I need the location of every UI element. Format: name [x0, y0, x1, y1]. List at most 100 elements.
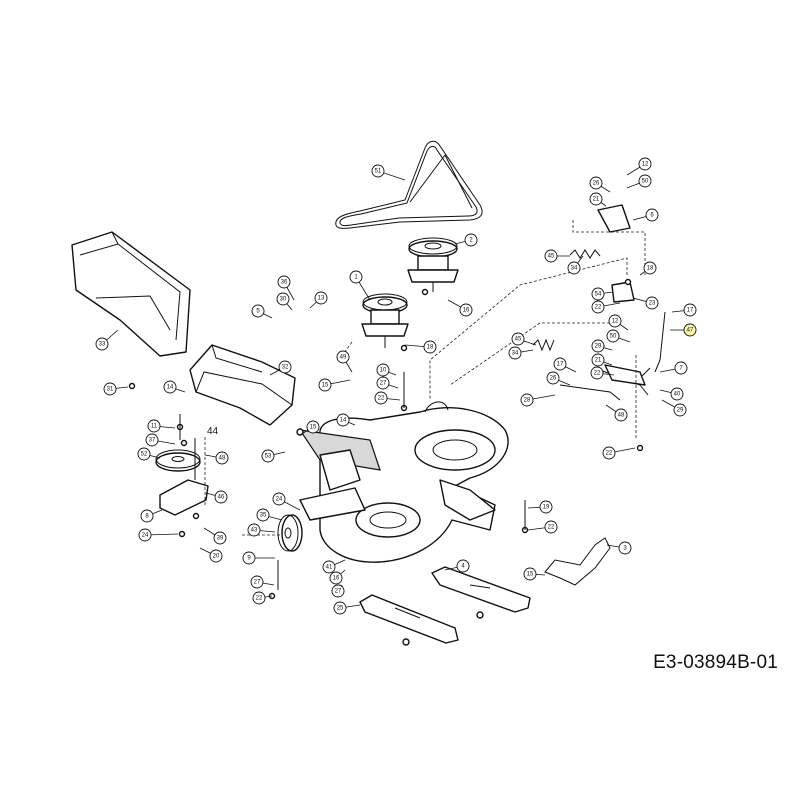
callout-number: 43	[251, 527, 258, 533]
callout-circle	[209, 549, 223, 563]
callout-22: 22	[252, 591, 273, 605]
idler-pulley-52	[155, 449, 201, 472]
callout-circle	[261, 449, 275, 463]
callout-19: 19	[527, 500, 553, 514]
callout-circle	[523, 567, 537, 581]
callout-number: 15	[310, 424, 317, 430]
callout-circle	[520, 393, 534, 407]
callout-circle	[608, 314, 622, 328]
callout-circle	[376, 376, 390, 390]
callout-45: 45	[511, 332, 537, 346]
callout-circle	[318, 378, 332, 392]
callout-number: 28	[524, 397, 531, 403]
callout-circle	[276, 292, 290, 306]
callout-circle	[336, 413, 350, 427]
callout-number: 8	[145, 513, 149, 519]
callout-circle	[544, 520, 558, 534]
callout-circle	[349, 270, 363, 284]
callout-circle	[670, 387, 684, 401]
callout-28: 28	[520, 393, 556, 407]
callout-22: 22	[374, 391, 401, 405]
callout-18: 18	[639, 261, 657, 276]
callout-18: 18	[404, 340, 437, 354]
callout-11: 11	[147, 419, 176, 433]
callout-40: 40	[659, 387, 684, 401]
discharge-baffle	[71, 231, 191, 357]
callout-number: 49	[340, 354, 347, 360]
callout-circle	[371, 164, 385, 178]
callout-number: 17	[557, 361, 564, 367]
callout-circle	[95, 337, 109, 351]
callout-number: 48	[219, 455, 226, 461]
callout-number: 54	[595, 291, 602, 297]
callout-22: 22	[590, 366, 615, 380]
callout-15: 15	[318, 378, 351, 392]
callout-39: 39	[203, 527, 227, 545]
callout-circle	[638, 157, 652, 171]
callout-number: 24	[142, 532, 149, 538]
lift-link-rod	[559, 311, 666, 401]
mower-blade-right	[431, 566, 531, 613]
callout-circle	[250, 575, 264, 589]
callout-number: 22	[606, 450, 613, 456]
callout-36: 36	[277, 275, 295, 301]
callout-number: 12	[642, 161, 649, 167]
callout-24: 24	[272, 492, 301, 511]
callout-circle	[138, 528, 152, 542]
callout-3: 3	[606, 541, 632, 555]
callout-number: 16	[333, 575, 340, 581]
callout-46: 46	[205, 490, 228, 504]
callout-circle	[618, 541, 632, 555]
callout-circle	[163, 380, 177, 394]
callout-number: 20	[213, 553, 220, 559]
callout-circle	[567, 261, 581, 275]
callout-30: 30	[276, 292, 293, 311]
callout-number: 4	[461, 563, 465, 569]
callout-9: 9	[242, 551, 275, 565]
callout-number: 18	[647, 265, 654, 271]
callout-7: 7	[659, 361, 688, 375]
callout-27: 27	[250, 575, 275, 589]
idler-pulley-35	[277, 514, 303, 552]
spindle-assembly-2	[407, 237, 459, 292]
callout-15: 15	[299, 420, 320, 436]
callout-circle	[247, 523, 261, 537]
callout-16: 16	[329, 569, 346, 585]
callout-number: 52	[141, 451, 148, 457]
callout-circle	[546, 371, 560, 385]
spindle-assembly-1	[361, 293, 409, 348]
hardware	[128, 278, 644, 646]
callout-circle	[374, 391, 388, 405]
callout-21: 21	[589, 192, 607, 207]
callout-circle	[213, 531, 227, 545]
callout-number: 21	[593, 196, 600, 202]
callout-circle	[272, 492, 286, 506]
label-44: 44	[207, 426, 219, 437]
callout-number: 22	[594, 370, 601, 376]
callout-number: 27	[380, 380, 387, 386]
callout-53: 53	[261, 449, 286, 463]
callout-34: 34	[567, 255, 584, 275]
callout-number: 37	[149, 437, 156, 443]
callout-4: 4	[444, 559, 470, 573]
lift-rod	[544, 537, 611, 586]
callout-number: 50	[642, 178, 649, 184]
callout-circle	[643, 261, 657, 275]
callout-number: 22	[256, 595, 263, 601]
callout-circle	[614, 408, 628, 422]
callout-41: 41	[322, 559, 346, 574]
callout-13: 13	[309, 291, 328, 309]
callout-23: 23	[632, 296, 659, 310]
callout-circle	[306, 420, 320, 434]
callout-number: 13	[318, 295, 325, 301]
callout-29: 29	[591, 339, 613, 353]
callout-number: 29	[595, 343, 602, 349]
callout-circle	[591, 300, 605, 314]
callout-number: 50	[610, 333, 617, 339]
callout-47: 47	[670, 323, 697, 337]
callout-circle	[508, 346, 522, 360]
callout-number: 16	[463, 307, 470, 313]
callout-16: 16	[447, 299, 473, 317]
callout-circle	[591, 353, 605, 367]
